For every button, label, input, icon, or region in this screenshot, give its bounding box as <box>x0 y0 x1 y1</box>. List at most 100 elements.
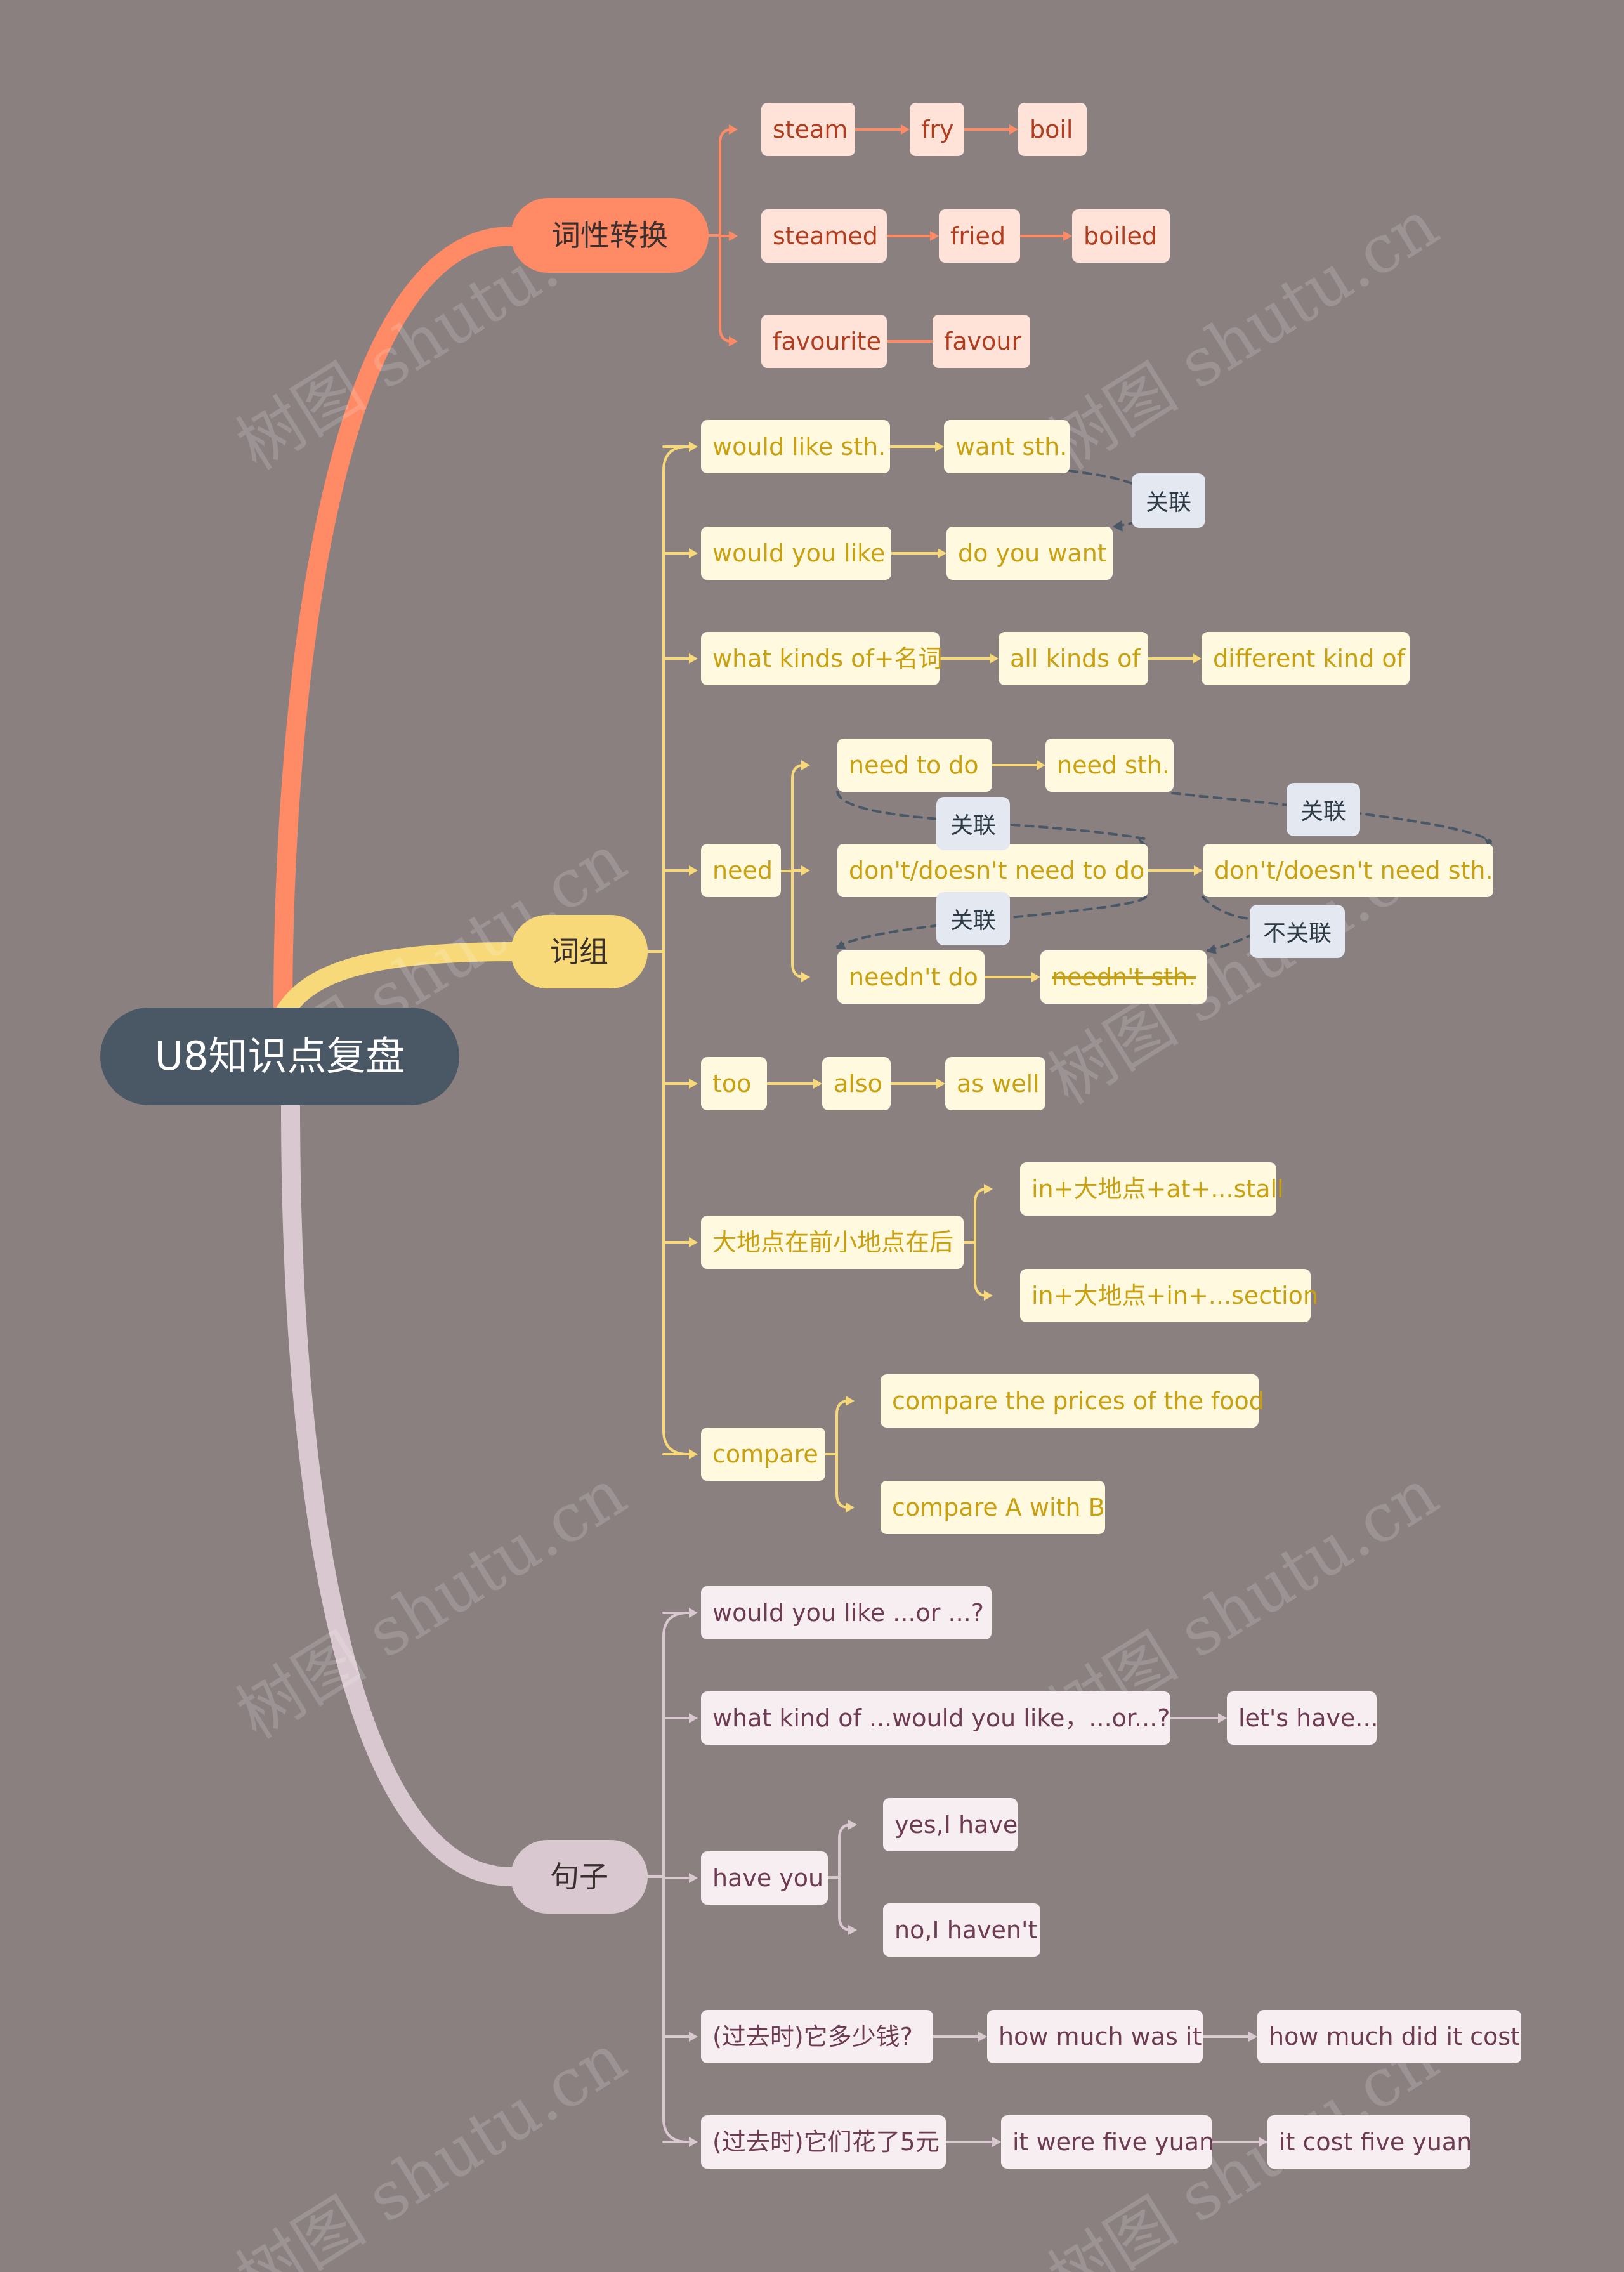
leaf-would-or[interactable]: would you like ...or ...? <box>701 1586 992 1639</box>
arrow-head <box>1248 2032 1257 2042</box>
arrow-head <box>689 2032 698 2042</box>
arrow-head <box>836 940 846 949</box>
arrow-head <box>990 653 999 664</box>
leaf-boil[interactable]: boil <box>1018 103 1087 156</box>
leaf-past-how-much[interactable]: (过去时)它多少钱? <box>701 2010 933 2063</box>
arrow-head <box>848 1925 857 1935</box>
arrow-head <box>984 1184 993 1194</box>
arrow-head <box>689 2137 698 2147</box>
arrow-head <box>846 1502 855 1513</box>
arrow-head <box>901 124 910 135</box>
arrow-head <box>992 2137 1001 2147</box>
arrow-head <box>729 124 738 135</box>
arrow-head <box>1218 1713 1227 1723</box>
leaf-all-kinds[interactable]: all kinds of <box>999 632 1148 685</box>
connector <box>662 445 689 1455</box>
leaf-in-in-section[interactable]: in+大地点+in+...section <box>1020 1269 1318 1322</box>
arrow-head <box>689 1713 698 1723</box>
root-topic[interactable]: U8知识点复盘 <box>100 1008 459 1105</box>
leaf-it-were[interactable]: it were five yuan <box>1001 2115 1214 2169</box>
leaf-fry[interactable]: fry <box>910 103 964 156</box>
connector <box>838 1823 852 1931</box>
leaf-different-kind[interactable]: different kind of <box>1202 632 1410 685</box>
arrow-head <box>689 1079 698 1089</box>
arrow-head <box>689 442 698 452</box>
leaf-need-to-do[interactable]: need to do <box>837 739 992 792</box>
arrow-head <box>689 1449 698 1459</box>
leaf-past-spent[interactable]: (过去时)它们花了5元 <box>701 2115 946 2169</box>
leaf-location-order[interactable]: 大地点在前小地点在后 <box>701 1216 964 1269</box>
arrow-head <box>1259 2137 1267 2147</box>
leaf-what-kinds[interactable]: what kinds of+名词 <box>701 632 943 685</box>
arrow-head <box>689 1873 698 1883</box>
leaf-do-you-want[interactable]: do you want <box>946 527 1113 580</box>
arrow-head <box>930 231 939 241</box>
leaf-also[interactable]: also <box>822 1057 891 1110</box>
leaf-neednt-sth[interactable]: needn't sth. <box>1040 950 1207 1004</box>
leaf-compare[interactable]: compare <box>701 1428 825 1481</box>
leaf-need-sth[interactable]: need sth. <box>1045 739 1174 792</box>
relation-label[interactable]: 不关联 <box>1250 905 1345 958</box>
connector <box>835 1400 849 1509</box>
leaf-yes-i-have[interactable]: yes,I have <box>883 1798 1018 1851</box>
leaf-no-i-havent[interactable]: no,I haven't <box>883 1903 1040 1957</box>
leaf-steamed[interactable]: steamed <box>761 209 887 263</box>
leaf-as-well[interactable]: as well <box>945 1057 1045 1110</box>
connector <box>273 942 521 1025</box>
leaf-compare-prices[interactable]: compare the prices of the food <box>881 1374 1264 1428</box>
arrow-head <box>801 972 810 982</box>
arrow-head <box>1193 653 1202 664</box>
arrow-head <box>848 1820 857 1830</box>
leaf-it-cost[interactable]: it cost five yuan <box>1267 2115 1472 2169</box>
arrow-head <box>846 1396 855 1406</box>
relation-label[interactable]: 关联 <box>936 797 1010 850</box>
relation-label[interactable]: 关联 <box>1287 783 1360 836</box>
branch-sentences[interactable]: 句子 <box>511 1840 648 1914</box>
leaf-neednt-do[interactable]: needn't do <box>837 950 985 1004</box>
leaf-steam[interactable]: steam <box>761 103 855 156</box>
leaf-compare-a-b[interactable]: compare A with B <box>881 1481 1105 1534</box>
leaf-in-at-stall[interactable]: in+大地点+at+...stall <box>1020 1162 1284 1216</box>
leaf-dont-need-to-do[interactable]: don't/doesn't need to do <box>837 844 1148 897</box>
leaf-fried[interactable]: fried <box>939 209 1020 263</box>
leaf-want-sth[interactable]: want sth. <box>944 420 1070 473</box>
leaf-what-kind-or[interactable]: what kind of ...would you like，...or...? <box>701 1691 1170 1745</box>
relation-label[interactable]: 关联 <box>1132 473 1205 528</box>
leaf-would-like[interactable]: would like sth. <box>701 420 890 473</box>
arrow-head <box>978 2032 987 2042</box>
arrow-head <box>729 336 738 346</box>
arrow-head <box>936 1079 945 1089</box>
arrow-head <box>689 653 698 664</box>
leaf-too[interactable]: too <box>701 1057 767 1110</box>
arrow-head <box>689 1608 698 1618</box>
leaf-lets-have[interactable]: let's have... <box>1227 1691 1378 1745</box>
leaf-would-you-like[interactable]: would you like <box>701 527 891 580</box>
leaf-need[interactable]: need <box>701 844 781 897</box>
branch-phrases[interactable]: 词组 <box>511 915 648 988</box>
leaf-favour[interactable]: favour <box>933 315 1030 368</box>
arrow-head <box>1031 972 1040 982</box>
leaf-favourite[interactable]: favourite <box>761 315 887 368</box>
arrow-head <box>1063 231 1072 241</box>
arrow-head <box>1194 865 1203 876</box>
arrow-head <box>801 760 810 770</box>
relation-label[interactable]: 关联 <box>936 892 1010 945</box>
arrow-head <box>801 865 810 876</box>
arrow-head <box>689 865 698 876</box>
leaf-dont-need-sth[interactable]: don't/doesn't need sth. <box>1203 844 1493 897</box>
arrow-head <box>1037 760 1045 770</box>
arrow-head <box>1009 124 1018 135</box>
leaf-boiled[interactable]: boiled <box>1072 209 1170 263</box>
leaf-have-you[interactable]: have you <box>701 1851 828 1905</box>
arrow-head <box>729 231 738 241</box>
branch-word-forms[interactable]: 词性转换 <box>511 198 709 273</box>
arrow-head <box>689 548 698 558</box>
connector <box>974 1188 988 1297</box>
arrow-head <box>689 1237 698 1247</box>
leaf-how-much-was[interactable]: how much was it <box>987 2010 1203 2063</box>
leaf-how-much-did[interactable]: how much did it cost <box>1257 2010 1521 2063</box>
connector <box>281 1096 521 1886</box>
arrow-head <box>1483 836 1492 846</box>
